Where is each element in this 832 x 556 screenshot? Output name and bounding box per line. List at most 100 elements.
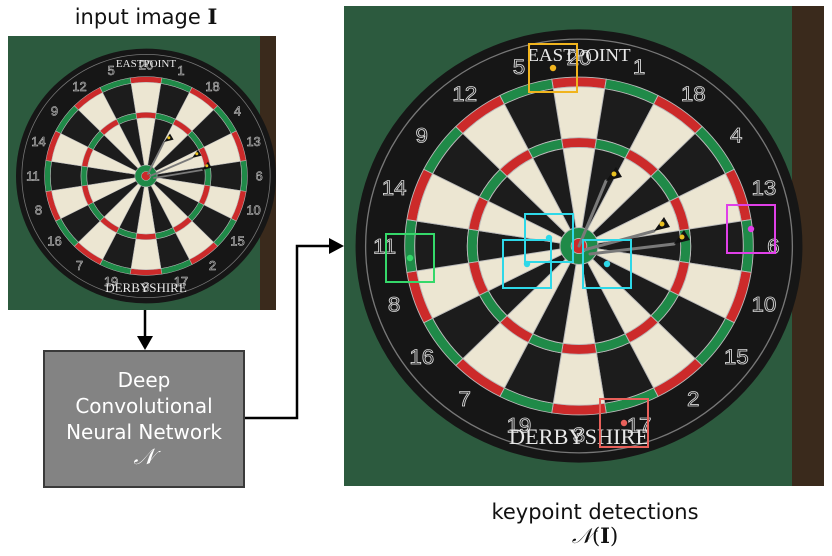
keypoint-detection	[582, 239, 632, 289]
arrow-down	[137, 310, 153, 350]
outer-single-segment	[130, 238, 162, 270]
dart-barrel	[149, 157, 193, 177]
outer-single-segment	[209, 161, 242, 191]
detection-box	[524, 213, 574, 263]
cnn-line-3: Neural Network	[66, 420, 222, 444]
keypoint-dot	[620, 419, 628, 427]
detection-box	[726, 204, 776, 254]
board-number: 6	[767, 234, 779, 259]
cnn-line-2: Convolutional	[75, 394, 213, 418]
board-number: 7	[76, 258, 83, 273]
keypoint-detection	[385, 233, 435, 283]
outer-single-segment	[688, 220, 744, 272]
outer-single-segment	[552, 86, 606, 140]
board-number: 5	[513, 54, 525, 79]
board-number: 13	[246, 134, 260, 149]
board-number: 16	[409, 344, 434, 369]
board-brand-top: EASTPOINT	[116, 58, 176, 70]
detection-box	[385, 233, 435, 283]
number-ring-wire	[364, 38, 794, 454]
board-number: 8	[35, 203, 42, 218]
board-number: 16	[47, 234, 61, 249]
keypoint-dot	[603, 260, 611, 268]
board-number: 15	[230, 234, 244, 249]
input-caption-symbol: I	[207, 4, 218, 29]
board-number: 9	[416, 123, 428, 148]
cnn-symbol: 𝒩	[133, 445, 155, 470]
board-number: 20	[139, 58, 153, 73]
keypoint-detection	[726, 204, 776, 254]
board-number: 4	[730, 123, 742, 148]
detection-box	[502, 239, 552, 289]
dart-flight-logo	[611, 171, 617, 177]
arrow-to-output	[245, 238, 344, 420]
board-number: 20	[567, 45, 592, 70]
dart-barrel	[577, 179, 608, 248]
output-caption-close-paren: )	[609, 524, 619, 548]
board-number: 1	[633, 54, 645, 79]
dart-flight-logo	[679, 234, 685, 240]
board-number: 12	[452, 81, 477, 106]
board-number: 14	[31, 134, 45, 149]
board-number: 12	[72, 79, 86, 94]
input-image-caption: input image I	[8, 4, 284, 30]
output-caption-line1: keypoint detections	[491, 500, 699, 524]
keypoint-dot	[549, 64, 557, 72]
number-ring-wire	[21, 53, 271, 299]
board-number: 14	[382, 175, 407, 200]
board-number: 3	[142, 279, 149, 294]
cnn-box: Deep Convolutional Neural Network 𝒩	[43, 350, 245, 488]
detection-box	[599, 398, 649, 448]
output-caption-line2: 𝒩(I)	[430, 523, 760, 549]
board-number: 17	[174, 274, 188, 289]
board-number: 7	[459, 386, 471, 411]
output-caption-open-paren: (	[591, 524, 601, 548]
board-number: 9	[51, 103, 58, 118]
output-caption-image-symbol: I	[600, 523, 610, 548]
board-number: 11	[373, 234, 396, 259]
output-caption-network-symbol: 𝒩	[571, 524, 592, 548]
board-number: 3	[573, 422, 585, 447]
board-number: 18	[205, 79, 219, 94]
cnn-line-1: Deep	[117, 368, 171, 392]
board-brand-bottom: DERBYSHIRE	[105, 281, 187, 295]
keypoint-detection	[599, 398, 649, 448]
dart	[153, 161, 212, 179]
dart	[149, 149, 202, 177]
board-number: 11	[26, 169, 39, 184]
dart-flight-logo	[205, 164, 209, 168]
dart-flight-logo	[167, 136, 171, 140]
output-caption: keypoint detections 𝒩(I)	[430, 500, 760, 548]
board-number: 19	[104, 274, 118, 289]
detection-box	[582, 239, 632, 289]
input-caption-text: input image	[74, 5, 208, 29]
dart-flight-logo	[195, 152, 199, 156]
outer-single-segment	[414, 220, 470, 272]
keypoint-dot	[747, 225, 755, 233]
board-number: 10	[246, 203, 260, 218]
dart-barrel	[153, 169, 203, 179]
outer-single-segment	[552, 352, 606, 406]
board-number: 13	[751, 175, 776, 200]
keypoint-dot	[523, 260, 531, 268]
detection-box	[528, 43, 578, 93]
outer-single-segment	[50, 161, 83, 191]
outer-single-segment	[130, 82, 162, 114]
keypoint-detection	[528, 43, 578, 93]
board-number: 2	[687, 386, 699, 411]
dart-flight-logo	[659, 221, 665, 227]
board-number: 15	[724, 344, 749, 369]
board-number: 18	[681, 81, 706, 106]
keypoint-detection	[502, 239, 552, 289]
board-number: 4	[234, 103, 241, 118]
board-number: 10	[751, 292, 776, 317]
board-number: 2	[209, 258, 216, 273]
board-number: 8	[388, 292, 400, 317]
board-number: 19	[506, 413, 531, 438]
board-number: 6	[255, 169, 262, 184]
